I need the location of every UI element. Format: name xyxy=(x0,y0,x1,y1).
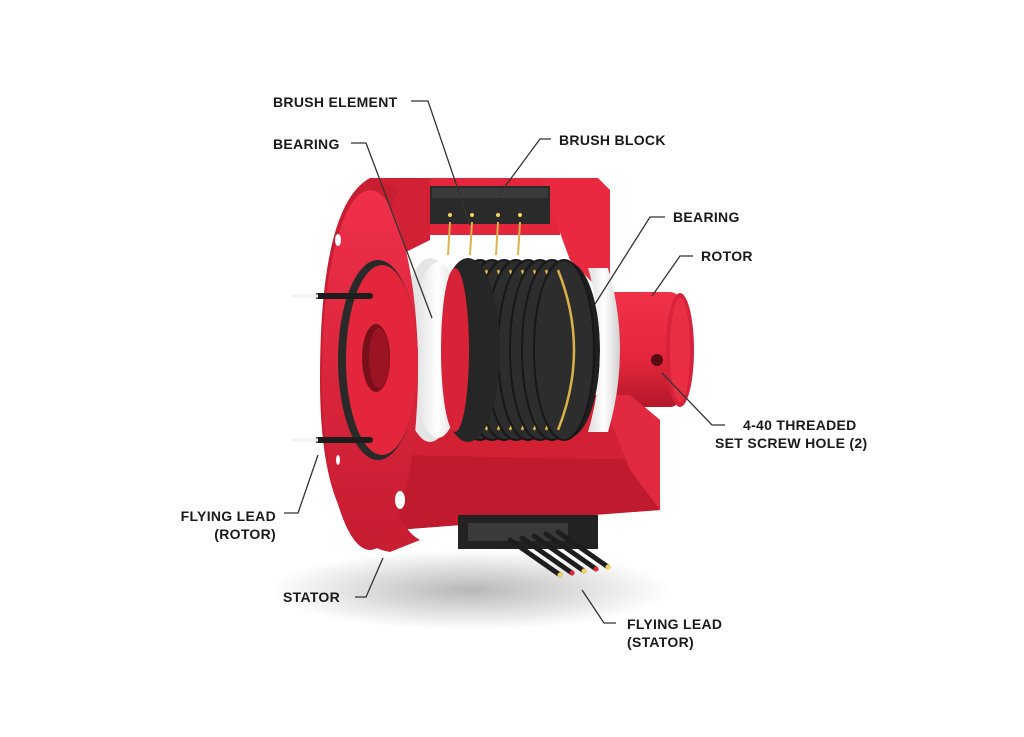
label-set-screw-line1: 4-40 THREADED xyxy=(733,416,867,434)
label-set-screw-line2: SET SCREW HOLE (2) xyxy=(715,434,867,452)
label-brush-element: BRUSH ELEMENT xyxy=(273,93,397,111)
label-set-screw-hole: 4-40 THREADED SET SCREW HOLE (2) xyxy=(733,416,867,452)
label-flying-lead-stator-line1: FLYING LEAD xyxy=(627,615,722,633)
brush-block xyxy=(430,186,550,224)
label-bearing-right: BEARING xyxy=(673,208,740,226)
leader-rotor xyxy=(652,256,693,296)
label-brush-block: BRUSH BLOCK xyxy=(559,131,666,149)
set-screw-hole xyxy=(651,354,663,366)
label-flying-lead-stator: FLYING LEAD (STATOR) xyxy=(627,615,722,651)
label-flying-lead-stator-line2: (STATOR) xyxy=(627,633,722,651)
label-flying-lead-rotor-line1: FLYING LEAD xyxy=(178,507,276,525)
leader-flying-lead-rotor xyxy=(284,455,318,513)
label-flying-lead-rotor-line2: (ROTOR) xyxy=(178,525,276,543)
label-bearing-left: BEARING xyxy=(273,135,340,153)
label-flying-lead-rotor: FLYING LEAD (ROTOR) xyxy=(178,507,276,543)
label-rotor: ROTOR xyxy=(701,247,753,265)
label-stator: STATOR xyxy=(283,588,340,606)
